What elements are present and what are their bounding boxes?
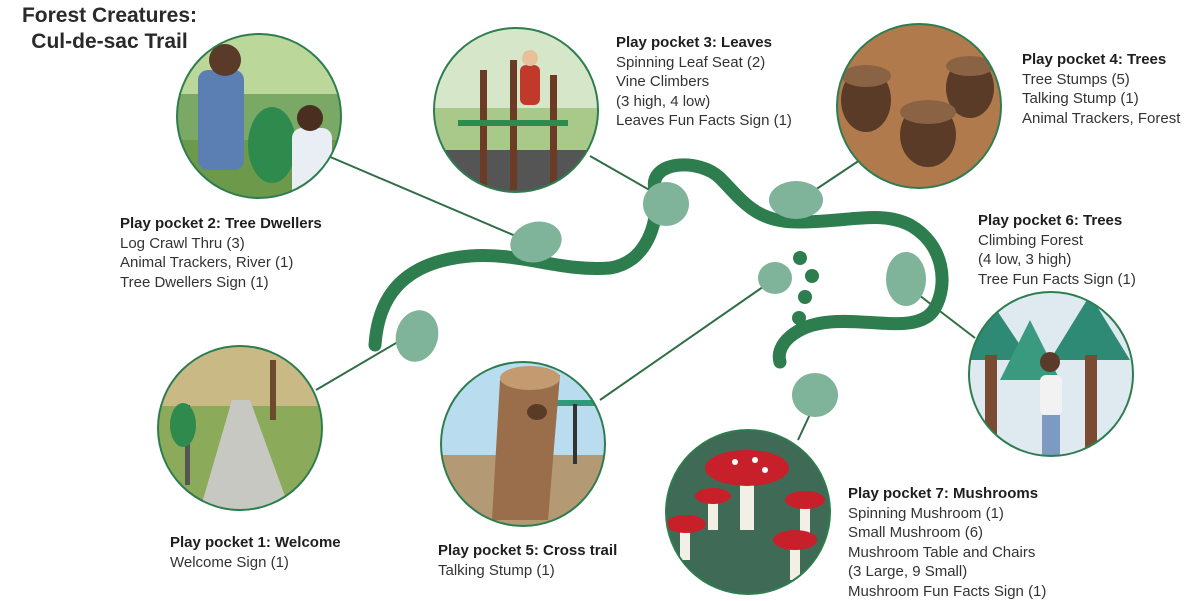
pocket-2-label: Play pocket 2: Tree Dwellers Log Crawl T…	[120, 214, 322, 292]
pocket-item: (3 high, 4 low)	[616, 92, 792, 112]
pocket-heading: Play pocket 2: Tree Dwellers	[120, 214, 322, 234]
pocket-item: Tree Stumps (5)	[1022, 70, 1180, 90]
pocket-heading: Play pocket 1: Welcome	[170, 533, 341, 553]
pocket-item: Animal Trackers, River (1)	[120, 253, 322, 273]
pocket-item: Animal Trackers, Forest	[1022, 109, 1180, 129]
photo-climbing-forest	[950, 292, 1133, 456]
trail-dot	[805, 269, 819, 283]
pocket-heading: Play pocket 3: Leaves	[616, 33, 792, 53]
pocket-marker-7	[792, 373, 838, 417]
pocket-4-label: Play pocket 4: Trees Tree Stumps (5) Tal…	[1022, 50, 1180, 128]
pocket-marker-6	[886, 252, 926, 306]
pocket-item: Talking Stump (1)	[438, 561, 617, 581]
pocket-heading: Play pocket 6: Trees	[978, 211, 1136, 231]
pocket-marker-3	[643, 182, 689, 226]
pocket-heading: Play pocket 5: Cross trail	[438, 541, 617, 561]
pocket-item: Leaves Fun Facts Sign (1)	[616, 111, 792, 131]
pocket-item: Climbing Forest	[978, 231, 1136, 251]
pocket-6-label: Play pocket 6: Trees Climbing Forest (4 …	[978, 211, 1136, 289]
pocket-item: Spinning Leaf Seat (2)	[616, 53, 792, 73]
pocket-item: Talking Stump (1)	[1022, 89, 1180, 109]
title-line-2: Cul-de-sac Trail	[2, 29, 217, 55]
connector-5	[600, 282, 770, 400]
pocket-item: Small Mushroom (6)	[848, 523, 1046, 543]
pocket-item: Tree Fun Facts Sign (1)	[978, 270, 1136, 290]
page-title: Forest Creatures: Cul-de-sac Trail	[2, 3, 217, 55]
trail-dot	[792, 311, 806, 325]
pocket-5-label: Play pocket 5: Cross trail Talking Stump…	[438, 541, 617, 580]
dotted-trail	[792, 251, 819, 325]
pocket-item: (4 low, 3 high)	[978, 250, 1136, 270]
pocket-item: Log Crawl Thru (3)	[120, 234, 322, 254]
pocket-item: Welcome Sign (1)	[170, 553, 341, 573]
connector-1	[316, 336, 408, 390]
pocket-item: Mushroom Fun Facts Sign (1)	[848, 582, 1046, 601]
pocket-item: (3 Large, 9 Small)	[848, 562, 1046, 582]
pocket-marker-5	[758, 262, 792, 294]
pocket-heading: Play pocket 7: Mushrooms	[848, 484, 1046, 504]
pocket-3-label: Play pocket 3: Leaves Spinning Leaf Seat…	[616, 33, 792, 131]
pocket-marker-1	[390, 305, 444, 366]
title-line-1: Forest Creatures:	[2, 3, 217, 29]
pocket-1-label: Play pocket 1: Welcome Welcome Sign (1)	[170, 533, 341, 572]
pocket-heading: Play pocket 4: Trees	[1022, 50, 1180, 70]
trail-dot	[798, 290, 812, 304]
pocket-item: Spinning Mushroom (1)	[848, 504, 1046, 524]
pocket-item: Vine Climbers	[616, 72, 792, 92]
pocket-item: Tree Dwellers Sign (1)	[120, 273, 322, 293]
pocket-marker-4	[769, 181, 823, 219]
trail-dot	[793, 251, 807, 265]
pocket-7-label: Play pocket 7: Mushrooms Spinning Mushro…	[848, 484, 1046, 601]
pocket-item: Mushroom Table and Chairs	[848, 543, 1046, 563]
